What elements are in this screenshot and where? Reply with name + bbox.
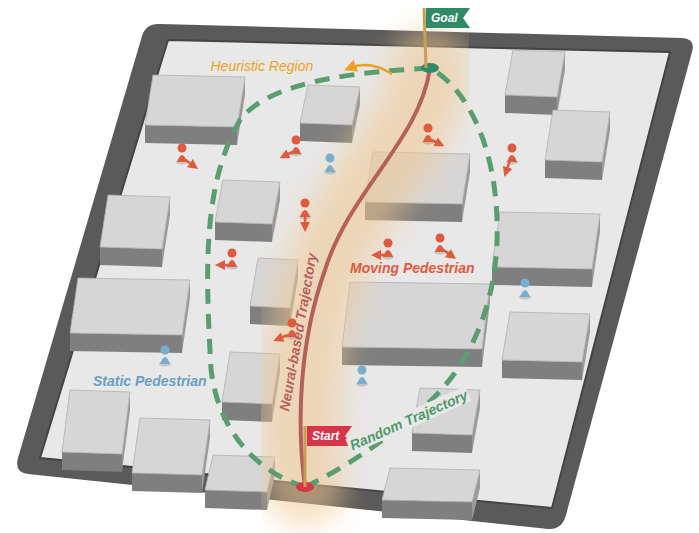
building bbox=[215, 180, 280, 242]
pedestrian-icon bbox=[382, 239, 394, 260]
motion-arrow bbox=[376, 254, 384, 257]
building bbox=[70, 278, 190, 353]
motion-arrow bbox=[278, 335, 288, 339]
flag: Goal bbox=[426, 8, 470, 28]
pedestrian-icon bbox=[506, 144, 518, 165]
motion-arrow bbox=[220, 264, 228, 267]
building bbox=[300, 85, 360, 143]
flag-text: Start bbox=[307, 426, 352, 446]
building bbox=[502, 312, 590, 380]
map-label: Heuristic Region bbox=[209, 58, 316, 74]
heuristic-arrow bbox=[350, 65, 392, 74]
motion-arrow bbox=[506, 160, 510, 172]
building bbox=[545, 110, 610, 180]
building bbox=[382, 468, 480, 520]
motion-arrow bbox=[304, 215, 307, 227]
map-label: Moving Pedestrian bbox=[348, 260, 476, 276]
motion-arrow bbox=[284, 152, 292, 156]
motion-arrow bbox=[186, 160, 194, 166]
building bbox=[100, 195, 170, 267]
building bbox=[492, 212, 600, 287]
motion-arrow bbox=[432, 140, 440, 144]
pedestrian-icon bbox=[226, 249, 238, 270]
pedestrian-icon bbox=[159, 346, 171, 367]
buildings bbox=[62, 50, 610, 520]
motion-arrow bbox=[444, 250, 452, 256]
pedestrian-icon bbox=[519, 279, 531, 300]
flag-text: Goal bbox=[426, 8, 470, 28]
map-label: Static Pedestrian bbox=[91, 373, 209, 389]
building bbox=[62, 390, 130, 472]
city-board bbox=[17, 24, 693, 529]
random-trajectory bbox=[208, 68, 498, 487]
pedestrians bbox=[159, 124, 531, 387]
flag: Start bbox=[307, 426, 352, 446]
pedestrian-icon bbox=[324, 154, 336, 175]
building bbox=[132, 418, 210, 493]
pedestrian-icon bbox=[356, 366, 368, 387]
building bbox=[145, 75, 245, 145]
building bbox=[505, 50, 565, 115]
